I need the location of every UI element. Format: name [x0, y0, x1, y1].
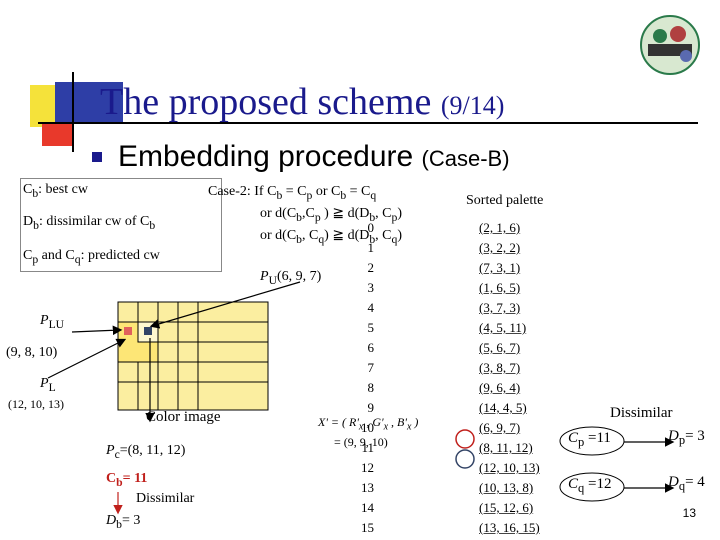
palette-index: 10 [361, 420, 374, 435]
label-cb: Cb= 11 [106, 471, 148, 489]
label-color-image: Color image [146, 409, 221, 425]
palette-index: 6 [367, 340, 375, 355]
color-image-grid [117, 301, 269, 411]
title-decoration-vline [72, 72, 74, 152]
slide-title-suffix: (9/14) [440, 91, 505, 120]
palette-index: 4 [367, 300, 375, 315]
right-dissimilar: Dissimilar [610, 405, 673, 421]
palette-index: 13 [361, 480, 374, 495]
palette-index: 5 [367, 320, 375, 335]
right-dq: Dq= 4 [668, 474, 705, 493]
palette-value: (4, 5, 11) [479, 320, 527, 335]
palette-value: (13, 16, 15) [479, 520, 540, 535]
page-number: 13 [682, 506, 696, 520]
definitions-box: Cb: best cw Db: dissimilar cw of Cb Cp a… [20, 178, 222, 272]
highlight-circle-11 [455, 429, 475, 449]
university-logo-icon [640, 15, 700, 75]
palette-index: 15 [361, 520, 374, 535]
palette-index: 9 [367, 400, 375, 415]
definition-db: Db: dissimilar cw of Cb [23, 214, 156, 232]
palette-value: (12, 10, 13) [479, 460, 540, 475]
label-pl: PL [40, 376, 56, 394]
slide-subtitle: Embedding procedure (Case-B) [118, 140, 510, 174]
palette-index: 3 [367, 280, 375, 295]
palette-value: (15, 12, 6) [479, 500, 534, 515]
slide-title-text: The proposed scheme [100, 81, 432, 123]
palette-value: (14, 4, 5) [479, 400, 527, 415]
case2-line2: or d(Cb,Cp ) ≧ d(Db, Cp) [260, 205, 403, 224]
subtitle-text: Embedding procedure [118, 140, 414, 173]
palette-value: (2, 1, 6) [479, 220, 521, 235]
palette-index: 12 [361, 460, 374, 475]
palette-index: 8 [367, 380, 375, 395]
palette-value: (7, 3, 1) [479, 260, 521, 275]
bullet-square-icon [92, 152, 102, 162]
case2-line3: or d(Cb, Cq) ≧ d(Db, Cq) [260, 227, 403, 246]
definition-cb: Cb: best cw [23, 182, 88, 200]
cq-ellipse [559, 472, 625, 502]
right-cq: Cq =12 [568, 476, 612, 495]
cp-ellipse [559, 426, 625, 456]
label-pu: PU(6, 9, 7) [260, 269, 322, 287]
subtitle-case: (Case-B) [421, 146, 510, 171]
slide-title: The proposed scheme (9/14) [100, 80, 504, 124]
case2-condition: Case-2: If Cb = Cp or Cb = Cq or d(Cb,Cp… [208, 183, 402, 248]
palette-index: 14 [361, 500, 374, 515]
label-xprime-formula: X' = ( R'x , G'x , B'x ) [318, 415, 419, 433]
palette-index: 1 [367, 240, 375, 255]
label-plu-value: (9, 8, 10) [6, 345, 58, 360]
pixel-marker-blue [144, 327, 152, 335]
definition-cp-cq: Cp and Cq: predicted cw [23, 248, 160, 266]
palette-value: (8, 11, 12) [479, 440, 533, 455]
label-pl-value: (12, 10, 13) [8, 397, 64, 411]
title-decoration-red [42, 122, 74, 146]
palette-value: (10, 13, 8) [479, 480, 534, 495]
palette-value: (9, 6, 4) [479, 380, 521, 395]
arrow-pu [149, 281, 301, 329]
label-xprime-value: = (9, 9, 10) [334, 435, 388, 449]
palette-value: (3, 7, 3) [479, 300, 521, 315]
palette-index: 11 [361, 440, 374, 455]
highlight-circle-12 [455, 449, 475, 469]
palette-heading: Sorted palette [466, 193, 544, 208]
palette-value: (3, 2, 2) [479, 240, 521, 255]
palette-value: (1, 6, 5) [479, 280, 521, 295]
right-cp: Cp =11 [568, 430, 611, 449]
label-plu: PLU [40, 313, 65, 331]
arrow-plu [71, 325, 123, 336]
palette-index: 0 [367, 220, 375, 235]
palette-index: 7 [367, 360, 375, 375]
right-dp: Dp= 3 [668, 428, 705, 447]
title-decoration-blue [55, 82, 123, 124]
palette-index: 2 [367, 260, 375, 275]
label-pc: Pc=(8, 11, 12) [106, 443, 186, 461]
arrow-pl [47, 338, 127, 379]
case2-line1: Case-2: If Cb = Cp or Cb = Cq [208, 184, 377, 202]
pixel-marker-red [124, 327, 132, 335]
label-dissimilar-small: Dissimilar [136, 491, 195, 506]
palette-value: (5, 6, 7) [479, 340, 521, 355]
label-db: Db= 3 [106, 513, 141, 531]
title-underline [38, 122, 698, 124]
palette-value: (3, 8, 7) [479, 360, 521, 375]
palette-value: (6, 9, 7) [479, 420, 521, 435]
